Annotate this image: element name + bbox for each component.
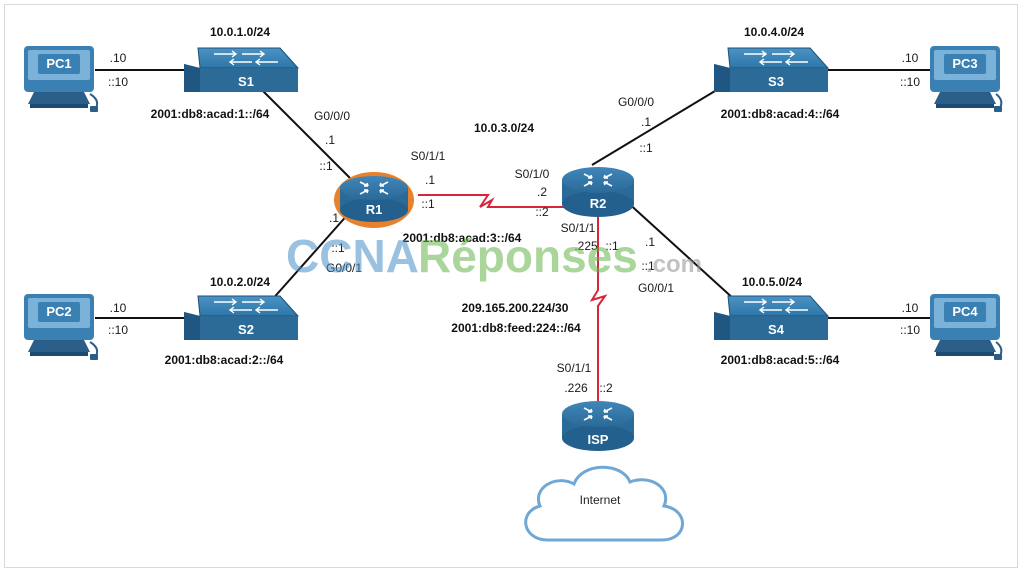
wan-v4-label: 10.0.3.0/24 xyxy=(474,121,534,135)
pc2-label: PC2 xyxy=(46,304,71,319)
pc2-v4-address: .10 xyxy=(110,301,127,315)
r2-s011-interface: S0/1/1 xyxy=(561,221,596,235)
serial-link-r2-isp xyxy=(589,215,608,405)
r1-g000-interface: G0/0/0 xyxy=(314,109,350,123)
r1-s011-interface: S0/1/1 xyxy=(411,149,446,163)
watermark-ccna: CCNA xyxy=(286,230,419,282)
diagram-frame xyxy=(4,4,1018,568)
isp-v6-label: 2001:db8:feed:224::/64 xyxy=(451,321,581,335)
switch-s2[interactable]: S2 xyxy=(184,295,300,340)
router-isp[interactable]: ISP xyxy=(562,401,634,451)
link-s1-r1 xyxy=(259,87,351,179)
r1-g001-v4: .1 xyxy=(329,211,339,225)
s1-label: S1 xyxy=(238,74,254,89)
r1-g000-v4: .1 xyxy=(325,133,335,147)
r2-g000-interface: G0/0/0 xyxy=(618,95,654,109)
pc4-v4-address: .10 xyxy=(902,301,919,315)
pc1-v4-address: .10 xyxy=(110,51,127,65)
watermark-com: .com xyxy=(646,251,702,278)
pc2[interactable]: PC2 xyxy=(24,294,99,360)
router-r2[interactable]: R2 xyxy=(562,167,634,217)
lan5-v6-label: 2001:db8:acad:5::/64 xyxy=(721,353,840,367)
r2-label: R2 xyxy=(590,196,607,211)
r2-g001-interface: G0/0/1 xyxy=(638,281,674,295)
r1-label: R1 xyxy=(366,202,383,217)
link-r1-s2 xyxy=(269,211,351,303)
pc1-label: PC1 xyxy=(46,56,71,71)
isp-s011-interface: S0/1/1 xyxy=(557,361,592,375)
switch-s3[interactable]: S3 xyxy=(714,47,830,92)
r1-s011-v6: ::1 xyxy=(421,197,435,211)
r1-s011-v4: .1 xyxy=(425,173,435,187)
cloud-icon[interactable]: Internet xyxy=(524,465,684,542)
s4-label: S4 xyxy=(768,322,785,337)
lan1-v6-label: 2001:db8:acad:1::/64 xyxy=(151,107,270,121)
switch-s1[interactable]: S1 xyxy=(184,47,300,92)
pc3-v6-address: ::10 xyxy=(900,75,920,89)
isp-label: ISP xyxy=(588,432,609,447)
links xyxy=(95,69,930,405)
lan1-v4-label: 10.0.1.0/24 xyxy=(210,25,270,39)
r1-g001-interface: G0/0/1 xyxy=(326,261,362,275)
r1-g000-v6: ::1 xyxy=(319,159,333,173)
switch-s4[interactable]: S4 xyxy=(714,295,830,340)
watermark-reponses: Réponses xyxy=(418,230,638,282)
r2-g001-v4: .1 xyxy=(645,235,655,249)
link-r2-s3 xyxy=(591,87,721,166)
r2-g001-v6: ::1 xyxy=(641,259,655,273)
s2-label: S2 xyxy=(238,322,254,337)
r2-s011-v6: ::1 xyxy=(605,239,619,253)
link-r2-s4 xyxy=(624,199,736,301)
r2-s010-interface: S0/1/0 xyxy=(515,167,550,181)
lan2-v6-label: 2001:db8:acad:2::/64 xyxy=(165,353,284,367)
lan2-v4-label: 10.0.2.0/24 xyxy=(210,275,270,289)
pc3-label: PC3 xyxy=(952,56,977,71)
isp-v4-label: 209.165.200.224/30 xyxy=(462,301,569,315)
watermark: CCNA Réponses .com xyxy=(286,230,702,282)
r1-g001-v6: ::1 xyxy=(331,241,345,255)
pc3[interactable]: PC3 xyxy=(930,46,1003,112)
pc4-v6-address: ::10 xyxy=(900,323,920,337)
serial-link-r1-r2 xyxy=(418,194,565,208)
r2-s010-v4: .2 xyxy=(537,185,547,199)
r2-s011-v4: .225 xyxy=(574,239,598,253)
router-r1[interactable]: R1 xyxy=(334,172,414,228)
pc1-v6-address: ::10 xyxy=(108,75,128,89)
r2-g000-v4: .1 xyxy=(641,115,651,129)
cloud-label: Internet xyxy=(580,493,621,507)
pc2-v6-address: ::10 xyxy=(108,323,128,337)
pc4[interactable]: PC4 xyxy=(930,294,1003,360)
isp-s011-v4: .226 xyxy=(564,381,588,395)
lan5-v4-label: 10.0.5.0/24 xyxy=(742,275,802,289)
r2-g000-v6: ::1 xyxy=(639,141,653,155)
isp-s011-v6: ::2 xyxy=(599,381,613,395)
pc3-v4-address: .10 xyxy=(902,51,919,65)
r2-s010-v6: ::2 xyxy=(535,205,549,219)
lan4-v4-label: 10.0.4.0/24 xyxy=(744,25,804,39)
s3-label: S3 xyxy=(768,74,784,89)
pc1[interactable]: PC1 xyxy=(24,46,99,112)
lan4-v6-label: 2001:db8:acad:4::/64 xyxy=(721,107,840,121)
pc4-label: PC4 xyxy=(952,304,978,319)
wan-v6-label: 2001:db8:acad:3::/64 xyxy=(403,231,522,245)
